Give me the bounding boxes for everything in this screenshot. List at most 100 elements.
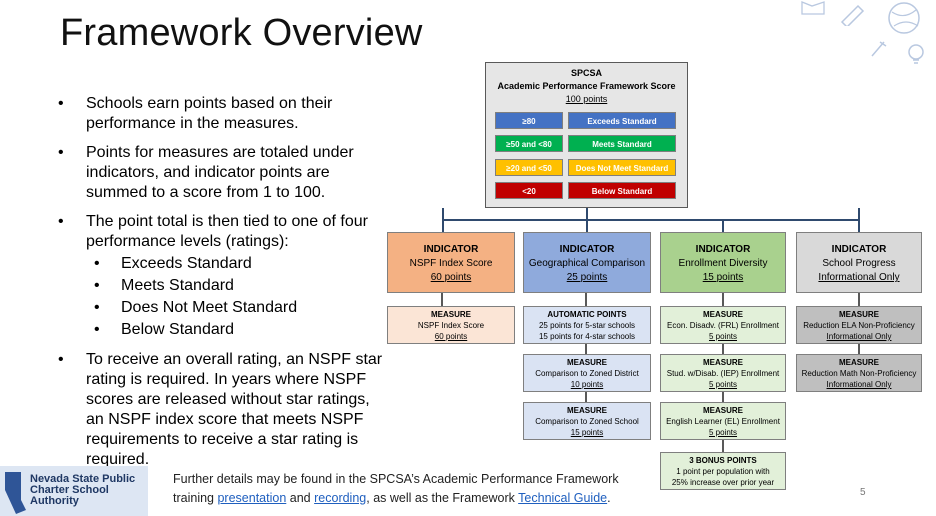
connector-line <box>585 293 587 403</box>
level-label-meets: Meets Standard <box>568 135 676 152</box>
level-label-below: Below Standard <box>568 182 676 199</box>
measure-head: MEASURE <box>702 310 743 319</box>
connector-line <box>858 208 860 232</box>
spcsa-logo <box>0 466 148 516</box>
bullet-item: Schools earn points based on their perfo… <box>58 94 388 134</box>
indicator-points: 25 points <box>566 272 608 283</box>
measure-nspf-index: MEASURE NSPF Index Score 60 points <box>387 306 515 344</box>
logo-line: Charter School <box>30 484 109 496</box>
connector-line <box>722 220 724 232</box>
level-label-does-not-meet: Does Not Meet Standard <box>568 159 676 176</box>
level-range-does-not-meet: ≥20 and <50 <box>495 159 563 176</box>
measure-line: 1 point per population with <box>676 467 770 476</box>
measure-name: Stud. w/Disab. (IEP) Enrollment <box>666 369 780 378</box>
page-number: 5 <box>860 487 866 498</box>
indicator-points: 15 points <box>702 272 744 283</box>
measure-head: MEASURE <box>566 358 607 367</box>
rating-item: Exceeds Standard <box>58 254 388 274</box>
score-org: SPCSA <box>570 68 602 78</box>
rating-item: Meets Standard <box>58 276 388 296</box>
rating-list: Exceeds Standard Meets Standard Does Not… <box>58 254 388 340</box>
measure-line: 15 points for 4-star schools <box>538 332 636 341</box>
measure-head: MEASURE <box>838 310 879 319</box>
measure-zoned-school: MEASURE Comparison to Zoned School 15 po… <box>523 402 651 440</box>
measure-name: Reduction ELA Non-Proficiency <box>803 321 915 330</box>
technical-guide-link[interactable]: Technical Guide <box>518 491 608 505</box>
indicator-name: NSPF Index Score <box>409 258 493 269</box>
logo-line: Nevada State Public <box>30 473 136 485</box>
bullet-list: Schools earn points based on their perfo… <box>58 94 388 479</box>
level-range-below: <20 <box>495 182 563 199</box>
bullet-item: The point total is then tied to one of f… <box>58 212 388 252</box>
connector-line <box>586 220 588 232</box>
connector-line <box>442 208 444 232</box>
indicator-points: 60 points <box>430 272 472 283</box>
indicator-nspf: INDICATOR NSPF Index Score 60 points <box>387 232 515 293</box>
globe-icon <box>884 0 924 43</box>
indicator-head: INDICATOR <box>423 244 479 255</box>
measure-math-reduction: MEASURE Reduction Math Non-Proficiency I… <box>796 354 922 392</box>
presentation-link[interactable]: presentation <box>217 491 287 505</box>
measure-name: Comparison to Zoned District <box>535 369 639 378</box>
indicator-name: Geographical Comparison <box>528 258 646 269</box>
connector-line <box>441 293 443 306</box>
measure-head: MEASURE <box>702 406 743 415</box>
indicator-name: Enrollment Diversity <box>678 258 768 269</box>
footer-text: . <box>607 491 611 505</box>
score-name: Academic Performance Framework Score <box>497 81 676 91</box>
measure-points: Informational Only <box>826 380 892 389</box>
measure-points: 5 points <box>708 332 738 341</box>
indicator-geographical: INDICATOR Geographical Comparison 25 poi… <box>523 232 651 293</box>
page-title: Framework Overview <box>60 12 423 54</box>
indicator-head: INDICATOR <box>695 244 751 255</box>
measure-head: MEASURE <box>702 358 743 367</box>
measure-head: MEASURE <box>430 310 471 319</box>
measure-points: 5 points <box>708 380 738 389</box>
measure-points: 60 points <box>434 332 468 341</box>
measure-points: 15 points <box>570 428 604 437</box>
indicator-enrollment: INDICATOR Enrollment Diversity 15 points <box>660 232 786 293</box>
footer-line: training presentation and recording, as … <box>173 489 619 508</box>
measure-points: 5 points <box>708 428 738 437</box>
indicator-name: School Progress <box>822 258 896 269</box>
connector-line <box>442 219 858 221</box>
footer-note: Further details may be found in the SPCS… <box>173 470 619 508</box>
level-label-exceeds: Exceeds Standard <box>568 112 676 129</box>
measure-zoned-district: MEASURE Comparison to Zoned District 10 … <box>523 354 651 392</box>
pencil-icon <box>838 2 868 31</box>
logo-line: Authority <box>30 495 79 507</box>
footer-text: , as well as the Framework <box>366 491 515 505</box>
book-icon <box>800 0 826 21</box>
indicator-points: Informational Only <box>818 272 900 283</box>
measure-points: Informational Only <box>826 332 892 341</box>
measure-head: MEASURE <box>566 406 607 415</box>
connector-line <box>586 208 588 220</box>
measure-el-enrollment: MEASURE English Learner (EL) Enrollment … <box>660 402 786 440</box>
measure-head: 3 BONUS POINTS <box>689 456 757 465</box>
footer-text: and <box>289 491 311 505</box>
score-points: 100 points <box>565 94 608 104</box>
footer-line: Further details may be found in the SPCS… <box>173 472 619 486</box>
measure-head: AUTOMATIC POINTS <box>547 310 627 319</box>
bullet-item: Points for measures are totaled under in… <box>58 143 388 203</box>
measure-ela-reduction: MEASURE Reduction ELA Non-Proficiency In… <box>796 306 922 344</box>
recording-link[interactable]: recording <box>314 491 367 505</box>
logo-text: Nevada State Public Charter School Autho… <box>30 474 135 507</box>
measure-name: Econ. Disadv. (FRL) Enrollment <box>667 321 779 330</box>
indicator-progress: INDICATOR School Progress Informational … <box>796 232 922 293</box>
measure-name: English Learner (EL) Enrollment <box>666 417 780 426</box>
level-range-exceeds: ≥80 <box>495 112 563 129</box>
measure-points: 10 points <box>570 380 604 389</box>
measure-line: 25 points for 5-star schools <box>538 321 636 330</box>
pen-icon <box>868 38 890 65</box>
nevada-state-icon <box>5 472 26 514</box>
level-range-meets: ≥50 and <80 <box>495 135 563 152</box>
measure-line: 25% increase over prior year <box>671 478 775 487</box>
measure-name: Comparison to Zoned School <box>535 417 639 426</box>
footer-text: training <box>173 491 214 505</box>
measure-head: MEASURE <box>838 358 879 367</box>
measure-iep-enrollment: MEASURE Stud. w/Disab. (IEP) Enrollment … <box>660 354 786 392</box>
measure-frl-enrollment: MEASURE Econ. Disadv. (FRL) Enrollment 5… <box>660 306 786 344</box>
indicator-head: INDICATOR <box>831 244 887 255</box>
measure-name: NSPF Index Score <box>417 321 485 330</box>
